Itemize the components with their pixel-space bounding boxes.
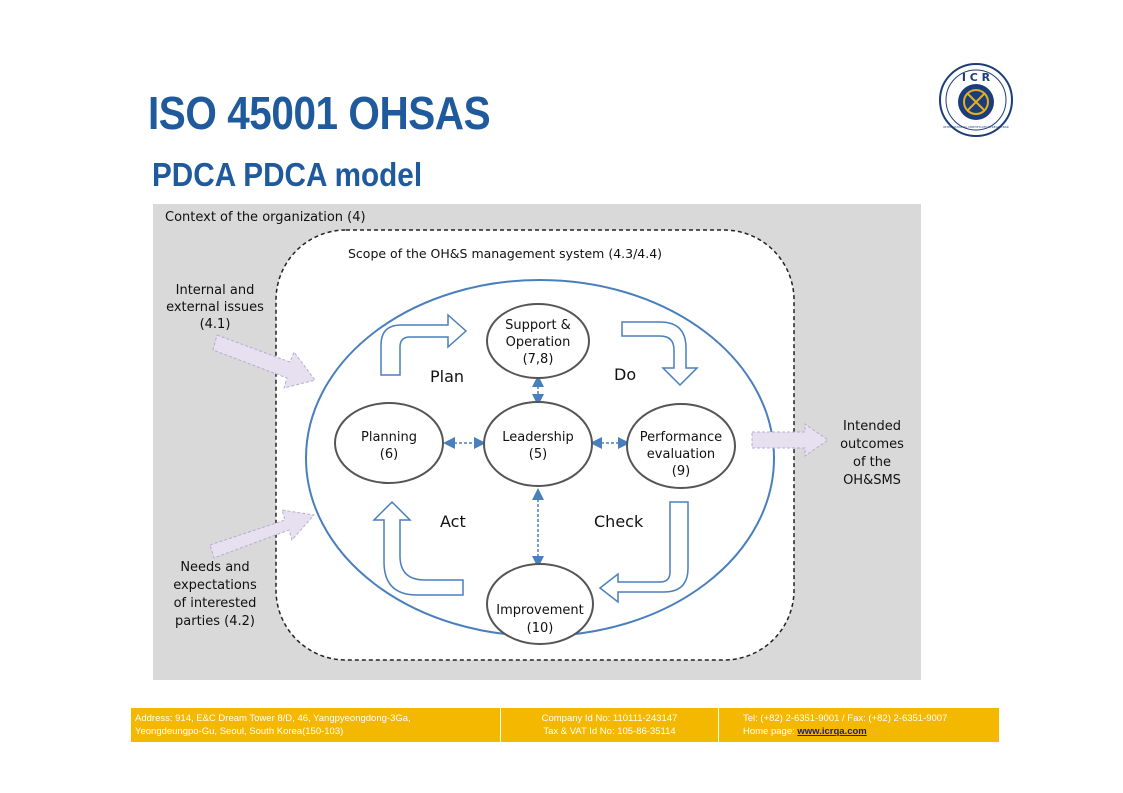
node-planning-circle — [334, 402, 444, 484]
footer-bar: Address: 914, E&C Dream Tower 8/D, 46, Y… — [131, 708, 999, 742]
issues-arrow — [212, 334, 316, 389]
node-planning-line: Planning — [361, 430, 417, 445]
needs-arrow — [209, 509, 315, 559]
plan-arrow — [380, 313, 468, 376]
node-performance: Performance evaluation (9) — [640, 430, 722, 479]
needs-line: Needs and — [180, 560, 249, 575]
node-improvement-line: (10) — [527, 621, 554, 636]
scope-label: Scope of the OH&S management system (4.3… — [348, 246, 662, 261]
node-leadership-line: (5) — [529, 447, 547, 462]
footer-address: Address: 914, E&C Dream Tower 8/D, 46, Y… — [131, 708, 501, 742]
footer-company-id: Company Id No: 110111-243147 — [541, 713, 678, 724]
node-support-line: Operation — [506, 335, 571, 350]
node-leadership: Leadership (5) — [502, 430, 573, 462]
node-support: Support & Operation (7,8) — [505, 318, 571, 367]
node-leadership-circle — [483, 401, 593, 487]
input-needs: Needs and expectations of interested par… — [173, 560, 257, 629]
node-support-circle — [486, 303, 590, 379]
node-performance-line: (9) — [672, 464, 690, 479]
act-arrow — [372, 500, 464, 596]
footer-address-line: Address: 914, E&C Dream Tower 8/D, 46, Y… — [135, 713, 411, 724]
node-support-line: Support & — [505, 318, 571, 333]
check-arrow — [598, 501, 689, 604]
do-arrow — [621, 321, 699, 387]
footer-contact: Tel: (+82) 2-6351-9001 / Fax: (+82) 2-63… — [719, 708, 999, 742]
node-performance-line: evaluation — [647, 447, 715, 462]
footer-homepage-label: Home page: — [743, 726, 798, 737]
node-leadership-line: Leadership — [502, 430, 573, 445]
phase-check: Check — [594, 512, 644, 531]
output-arrow — [751, 423, 829, 457]
page-title: ISO 45001 OHSAS — [148, 87, 491, 139]
node-planning-line: (6) — [380, 447, 398, 462]
issues-line: (4.1) — [200, 317, 231, 332]
issues-line: external issues — [166, 300, 264, 315]
footer-homepage: Home page: www.icrqa.com — [743, 725, 999, 738]
node-performance-line: Performance — [640, 430, 722, 445]
logo-text: I C R — [962, 71, 991, 84]
footer-address-line: Yeongdeungpo-Gu, Seoul, South Korea(150-… — [135, 726, 344, 737]
needs-line: of interested — [174, 596, 257, 611]
context-label: Context of the organization (4) — [165, 210, 366, 225]
output-line: OH&SMS — [843, 473, 901, 488]
node-performance-circle — [626, 403, 736, 489]
input-issues: Internal and external issues (4.1) — [166, 283, 264, 332]
footer-tax-id: Tax & VAT Id No: 105-86-35114 — [543, 726, 676, 737]
homepage-link[interactable]: www.icrqa.com — [797, 726, 867, 737]
needs-line: expectations — [173, 578, 257, 593]
logo-ring-text: INTERNATIONAL CERTIFICATION REGISTRAR — [943, 125, 1008, 129]
issues-line: Internal and — [176, 283, 255, 298]
output-line: of the — [853, 455, 891, 470]
node-support-line: (7,8) — [523, 352, 554, 367]
page-subtitle: PDCA PDCA model — [152, 156, 423, 193]
phase-act: Act — [440, 512, 466, 531]
node-improvement-line: Improvement — [496, 603, 583, 618]
footer-tel: Tel: (+82) 2-6351-9001 / Fax: (+82) 2-63… — [743, 713, 948, 724]
node-planning: Planning (6) — [361, 430, 417, 462]
node-improvement: Improvement (10) — [496, 603, 583, 636]
icr-logo: I C R INTERNATIONAL CERTIFICATION REGIST… — [939, 63, 1013, 137]
footer-ids: Company Id No: 110111-243147 Tax & VAT I… — [501, 708, 719, 742]
output-label: Intended outcomes of the OH&SMS — [840, 419, 904, 488]
phase-plan: Plan — [430, 367, 464, 386]
needs-line: parties (4.2) — [175, 614, 255, 629]
phase-do: Do — [614, 365, 636, 384]
output-line: Intended — [843, 419, 901, 434]
output-line: outcomes — [840, 437, 904, 452]
pdca-diagram: Context of the organization (4) Scope of… — [153, 204, 921, 680]
node-improvement-circle — [486, 563, 594, 645]
